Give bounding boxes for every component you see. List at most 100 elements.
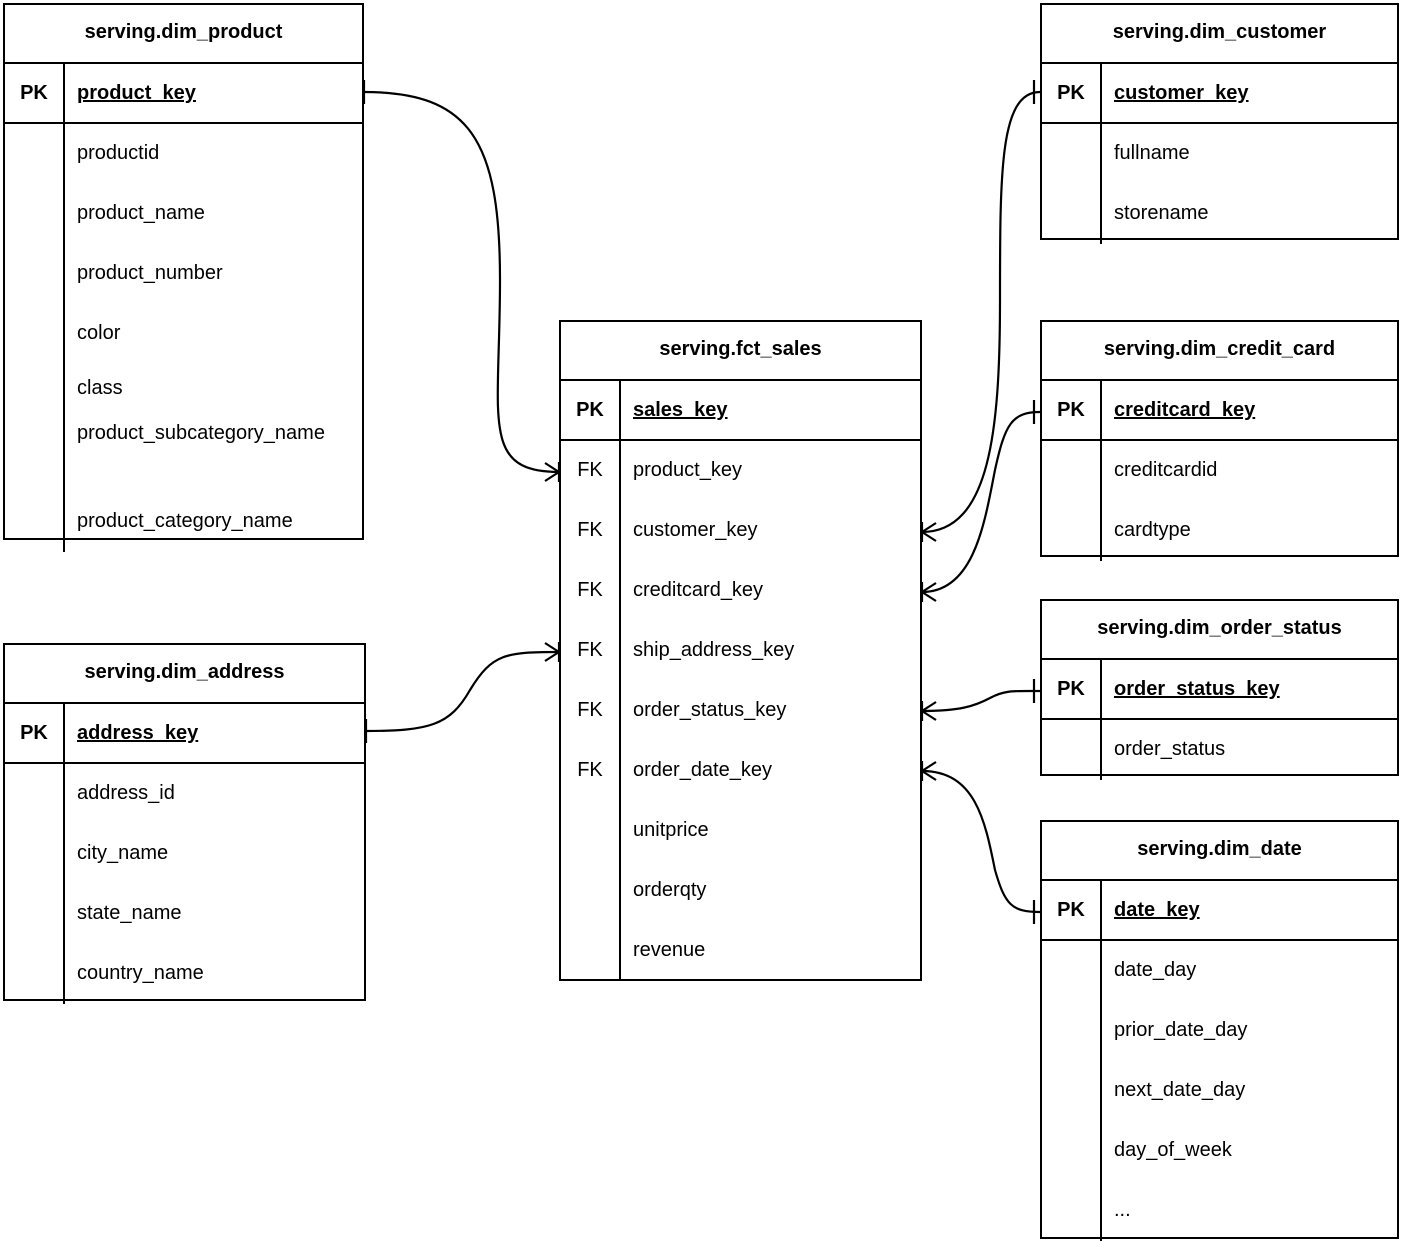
attribute-row[interactable]: next_date_day [1042,1061,1397,1121]
entity-pk-row[interactable]: PK sales_key [561,381,920,441]
key-label-fk: FK [577,699,603,721]
attribute-row[interactable]: product_name [5,184,362,244]
attribute-row[interactable]: prior_date_day [1042,1001,1397,1061]
key-label [1042,124,1100,184]
attribute-name: creditcard_key [619,561,920,621]
key-label [1042,1121,1100,1181]
key-label-pk: PK [1057,678,1085,700]
attribute-row-fk[interactable]: FK ship_address_key [561,621,920,681]
attribute-row[interactable]: productid [5,124,362,184]
entity-dim-customer[interactable]: serving.dim_customer PK customer_key ful… [1040,3,1399,244]
attribute-row[interactable]: product_category_name [5,492,362,552]
entity-dim-address[interactable]: serving.dim_address PK address_key addre… [3,643,366,1004]
entity-title: serving.dim_customer [1042,5,1397,64]
key-label-fk: FK [577,519,603,541]
key-label-fk: FK [577,759,603,781]
entity-attribute-list: creditcardid cardtype [1042,441,1397,561]
pk-column-name: order_status_key [1100,660,1397,718]
entity-pk-row[interactable]: PK date_key [1042,881,1397,941]
entity-pk-row[interactable]: PK order_status_key [1042,660,1397,720]
key-label [5,764,63,824]
attribute-row[interactable]: creditcardid [1042,441,1397,501]
relationship-address-to-sales [364,642,561,743]
attribute-row-fk[interactable]: FK order_status_key [561,681,920,741]
entity-attribute-list: FK product_key FK customer_key FK credit… [561,441,920,981]
attribute-name: orderqty [619,861,920,921]
relationship-product-to-sales [362,80,561,482]
key-label [5,244,63,304]
entity-pk-row[interactable]: PK address_key [5,704,364,764]
attribute-name: order_status [1100,720,1397,780]
pk-column-name: creditcard_key [1100,381,1397,439]
attribute-row[interactable]: country_name [5,944,364,1004]
relationship-sales-to-date [920,761,1041,924]
key-label [1042,184,1100,244]
key-label-pk: PK [576,399,604,421]
entity-dim-order-status[interactable]: serving.dim_order_status PK order_status… [1040,599,1399,780]
attribute-row[interactable]: day_of_week [1042,1121,1397,1181]
attribute-row-fk[interactable]: FK creditcard_key [561,561,920,621]
entity-title: serving.dim_address [5,645,364,704]
entity-attribute-list: address_id city_name state_name country_… [5,764,364,1004]
entity-pk-row[interactable]: PK customer_key [1042,64,1397,124]
key-label [5,884,63,944]
entity-attribute-list: order_status [1042,720,1397,780]
key-label [5,124,63,184]
attribute-row[interactable]: address_id [5,764,364,824]
attribute-row[interactable]: state_name [5,884,364,944]
key-label [5,824,63,884]
pk-column-name: customer_key [1100,64,1397,122]
relationship-sales-to-order-status [920,679,1041,721]
key-label [1042,941,1100,1001]
entity-attribute-list: productid product_name product_number co… [5,124,362,552]
key-label [1042,720,1100,780]
attribute-name: product_subcategory_name [63,412,362,492]
attribute-name: cardtype [1100,501,1397,561]
attribute-row[interactable]: cardtype [1042,501,1397,561]
attribute-name: prior_date_day [1100,1001,1397,1061]
attribute-row-fk[interactable]: FK customer_key [561,501,920,561]
attribute-row-fk[interactable]: FK product_key [561,441,920,501]
attribute-name: country_name [63,944,364,1004]
key-label [561,921,619,981]
attribute-name: next_date_day [1100,1061,1397,1121]
key-label [5,184,63,244]
key-label [1042,501,1100,561]
key-label [5,944,63,1004]
attribute-row-ellipsis[interactable]: ... [1042,1181,1397,1241]
entity-fct-sales[interactable]: serving.fct_sales PK sales_key FK produc… [559,320,922,981]
key-label-fk: FK [577,579,603,601]
attribute-row[interactable]: revenue [561,921,920,981]
key-label-pk: PK [1057,82,1085,104]
entity-title: serving.dim_credit_card [1042,322,1397,381]
attribute-row[interactable]: city_name [5,824,364,884]
entity-pk-row[interactable]: PK product_key [5,64,362,124]
attribute-row[interactable]: unitprice [561,801,920,861]
entity-dim-product[interactable]: serving.dim_product PK product_key produ… [3,3,364,552]
attribute-row[interactable]: order_status [1042,720,1397,780]
attribute-name: state_name [63,884,364,944]
attribute-row[interactable]: storename [1042,184,1397,244]
attribute-name: product_number [63,244,362,304]
attribute-row[interactable]: orderqty [561,861,920,921]
attribute-name: product_category_name [63,492,362,552]
key-label [5,364,63,412]
attribute-row[interactable]: date_day [1042,941,1397,1001]
attribute-row[interactable]: color [5,304,362,364]
attribute-row[interactable]: product_number [5,244,362,304]
attribute-row[interactable]: fullname [1042,124,1397,184]
entity-attribute-list: date_day prior_date_day next_date_day da… [1042,941,1397,1241]
key-label [5,304,63,364]
attribute-row[interactable]: product_subcategory_name [5,412,362,492]
key-label-fk: FK [577,639,603,661]
key-label [5,492,63,552]
entity-dim-credit-card[interactable]: serving.dim_credit_card PK creditcard_ke… [1040,320,1399,561]
attribute-name: class [63,364,362,412]
attribute-row[interactable]: class [5,364,362,412]
key-label [561,861,619,921]
attribute-row-fk[interactable]: FK order_date_key [561,741,920,801]
entity-pk-row[interactable]: PK creditcard_key [1042,381,1397,441]
entity-dim-date[interactable]: serving.dim_date PK date_key date_day pr… [1040,820,1399,1241]
relationship-sales-to-customer [920,80,1041,542]
